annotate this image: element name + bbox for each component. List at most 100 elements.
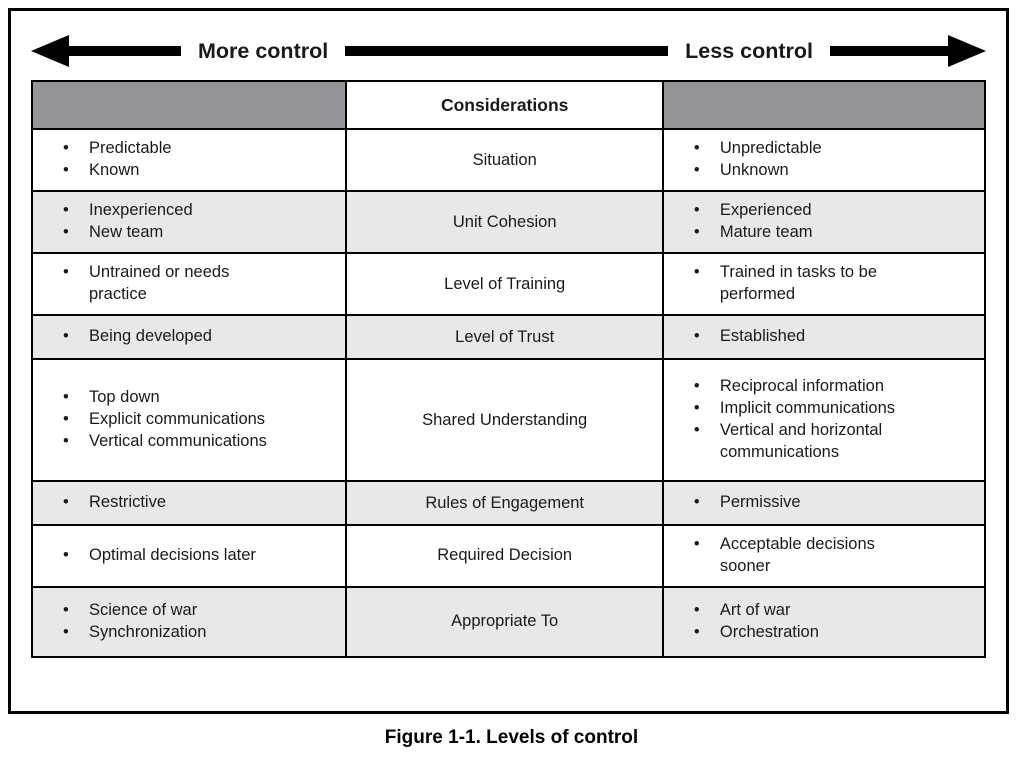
bullet-text: Implicit communications <box>719 399 896 418</box>
bullet-item: • Explicit communications <box>63 409 337 431</box>
less-control-cell: • Acceptable decisions sooner <box>661 524 987 588</box>
bullet-text: Being developed <box>89 327 212 346</box>
consideration-cell: Rules of Engagement <box>345 480 664 526</box>
bullet-text: Mature team <box>719 223 813 241</box>
table-row-situation: •Predictable •Known Situation •Unpredict… <box>30 128 987 192</box>
figure-caption: Figure 1-1. Levels of control <box>384 727 639 748</box>
less-control-cell: •Established <box>661 314 987 360</box>
bullet-text: Unpredictable <box>719 139 822 158</box>
bullet-icon: • <box>693 622 700 641</box>
less-control-header-cell <box>661 80 987 130</box>
bullet-item: • Being developed <box>63 326 337 348</box>
less-control-cell: •Unpredictable •Unknown <box>661 128 987 192</box>
less-control-cell: • Experienced • Mature team <box>661 190 987 254</box>
bullet-item: • Experienced <box>694 200 976 222</box>
more-control-cell: • Top down • Explicit communications •Vert… <box>30 358 348 482</box>
bullet-icon: • <box>693 493 700 512</box>
consideration-cell: Shared Understanding <box>345 358 664 482</box>
left-arrowhead-icon <box>31 35 69 67</box>
bullet-icon: • <box>63 493 69 512</box>
bullet-icon: • <box>693 377 700 396</box>
bullet-icon: • <box>63 545 69 564</box>
bullet-text: Restrictive <box>89 493 167 512</box>
bullet-icon: • <box>693 263 700 282</box>
less-control-cell: • Permissive <box>661 480 987 526</box>
consideration-cell: Required Decision <box>345 524 664 588</box>
bullet-item: •Untrained or needs practice <box>63 262 337 306</box>
less-control-cell: • Trained in tasks to be performed <box>661 252 987 316</box>
consideration-cell: Level of Trust <box>345 314 664 360</box>
bullet-text: Explicit communications <box>89 410 266 429</box>
bullet-text: Trained in tasks to be performed <box>719 263 878 303</box>
bullet-icon: • <box>63 388 69 407</box>
table-header-row: Considerations <box>30 80 987 130</box>
bullet-text: Orchestration <box>719 622 819 641</box>
bullet-item: •Unknown <box>694 160 976 182</box>
spectrum-bar <box>345 46 669 56</box>
bullet-icon: • <box>693 327 700 346</box>
left-arrow-icon <box>31 35 181 67</box>
bullet-item: • Orchestration <box>694 622 976 644</box>
consideration-cell: Level of Training <box>345 252 664 316</box>
bullet-text: Science of war <box>89 600 198 619</box>
bullet-item: • Permissive <box>694 492 976 514</box>
more-control-cell: •Predictable •Known <box>30 128 348 192</box>
more-control-header-cell <box>30 80 348 130</box>
bullet-text: Unknown <box>719 161 789 179</box>
bullet-text: Vertical and horizontal communications <box>719 421 883 461</box>
bullet-item: •Vertical communications <box>63 431 337 453</box>
more-control-cell: • Optimal decisions later <box>30 524 348 588</box>
bullet-item: •Synchronization <box>63 622 337 644</box>
bullet-item: • Trained in tasks to be performed <box>694 262 976 306</box>
bullet-item: • Reciprocal information <box>694 376 976 398</box>
bullet-text: Vertical communications <box>89 431 267 450</box>
table-row-rules-of-engagement: • Restrictive Rules of Engagement • Permis… <box>30 480 987 526</box>
table-row-shared-understanding: •Top down •Explicit communications •Vert… <box>30 358 987 482</box>
bullet-icon: • <box>693 201 700 220</box>
consideration-cell: Unit Cohesion <box>345 190 664 254</box>
less-control-label: Less control <box>685 38 813 63</box>
table-row-appropriate-to: •Science of war •Synchronization Appropr… <box>30 585 987 658</box>
more-control-cell: • Restrictive <box>30 480 348 526</box>
more-control-cell: •Untrained or needs practice <box>30 252 348 316</box>
bullet-item: •New team <box>63 222 337 244</box>
consideration-cell: Situation <box>345 128 664 192</box>
table-row-required-decision: • Optimal decisions later Required Decisi… <box>30 524 987 588</box>
left-arrow-shaft <box>69 46 181 56</box>
bullet-icon: • <box>693 421 700 439</box>
bullet-text: Acceptable decisions sooner <box>719 535 875 575</box>
bullet-item: •Art of war <box>694 600 976 622</box>
considerations-header-cell: Considerations <box>345 80 664 130</box>
table-row-unit-cohesion: • Inexperienced •New team Unit Cohesion •… <box>30 190 987 254</box>
levels-of-control-table: Considerations •Predictable •Known Situa… <box>30 80 987 658</box>
bullet-icon: • <box>63 410 69 429</box>
right-arrow-shaft <box>830 46 948 56</box>
less-control-cell: •Art of war • Orchestration <box>661 585 987 658</box>
less-control-cell: • Reciprocal information • Implicit commun… <box>661 358 987 482</box>
bullet-icon: • <box>693 223 700 241</box>
figure-container: More control Less control Considerations… <box>8 8 1009 714</box>
bullet-text: Reciprocal information <box>719 377 885 396</box>
more-control-cell: • Inexperienced •New team <box>30 190 348 254</box>
bullet-text: Inexperienced <box>89 201 193 220</box>
more-control-cell: •Science of war •Synchronization <box>30 585 348 658</box>
bullet-text: Permissive <box>719 493 801 512</box>
consideration-cell: Appropriate To <box>345 585 664 658</box>
right-arrowhead-icon <box>948 35 986 67</box>
right-arrow-icon <box>830 35 986 67</box>
bullet-text: Predictable <box>89 139 172 158</box>
bullet-icon: • <box>63 201 69 220</box>
bullet-item: •Known <box>63 160 337 182</box>
bullet-item: • Vertical and horizontal communications <box>694 420 976 464</box>
bullet-item: •Established <box>694 326 976 348</box>
bullet-icon: • <box>693 535 700 553</box>
bullet-text: Synchronization <box>89 622 207 641</box>
bullet-item: • Inexperienced <box>63 200 337 222</box>
bullet-text: Experienced <box>719 201 812 220</box>
table-row-level-of-training: •Untrained or needs practice Level of Tr… <box>30 252 987 316</box>
bullet-icon: • <box>63 327 69 346</box>
bullet-text: Top down <box>89 388 160 407</box>
bullet-text: Optimal decisions later <box>89 545 256 564</box>
bullet-text: Untrained or needs practice <box>89 263 230 303</box>
bullet-item: •Unpredictable <box>694 138 976 160</box>
